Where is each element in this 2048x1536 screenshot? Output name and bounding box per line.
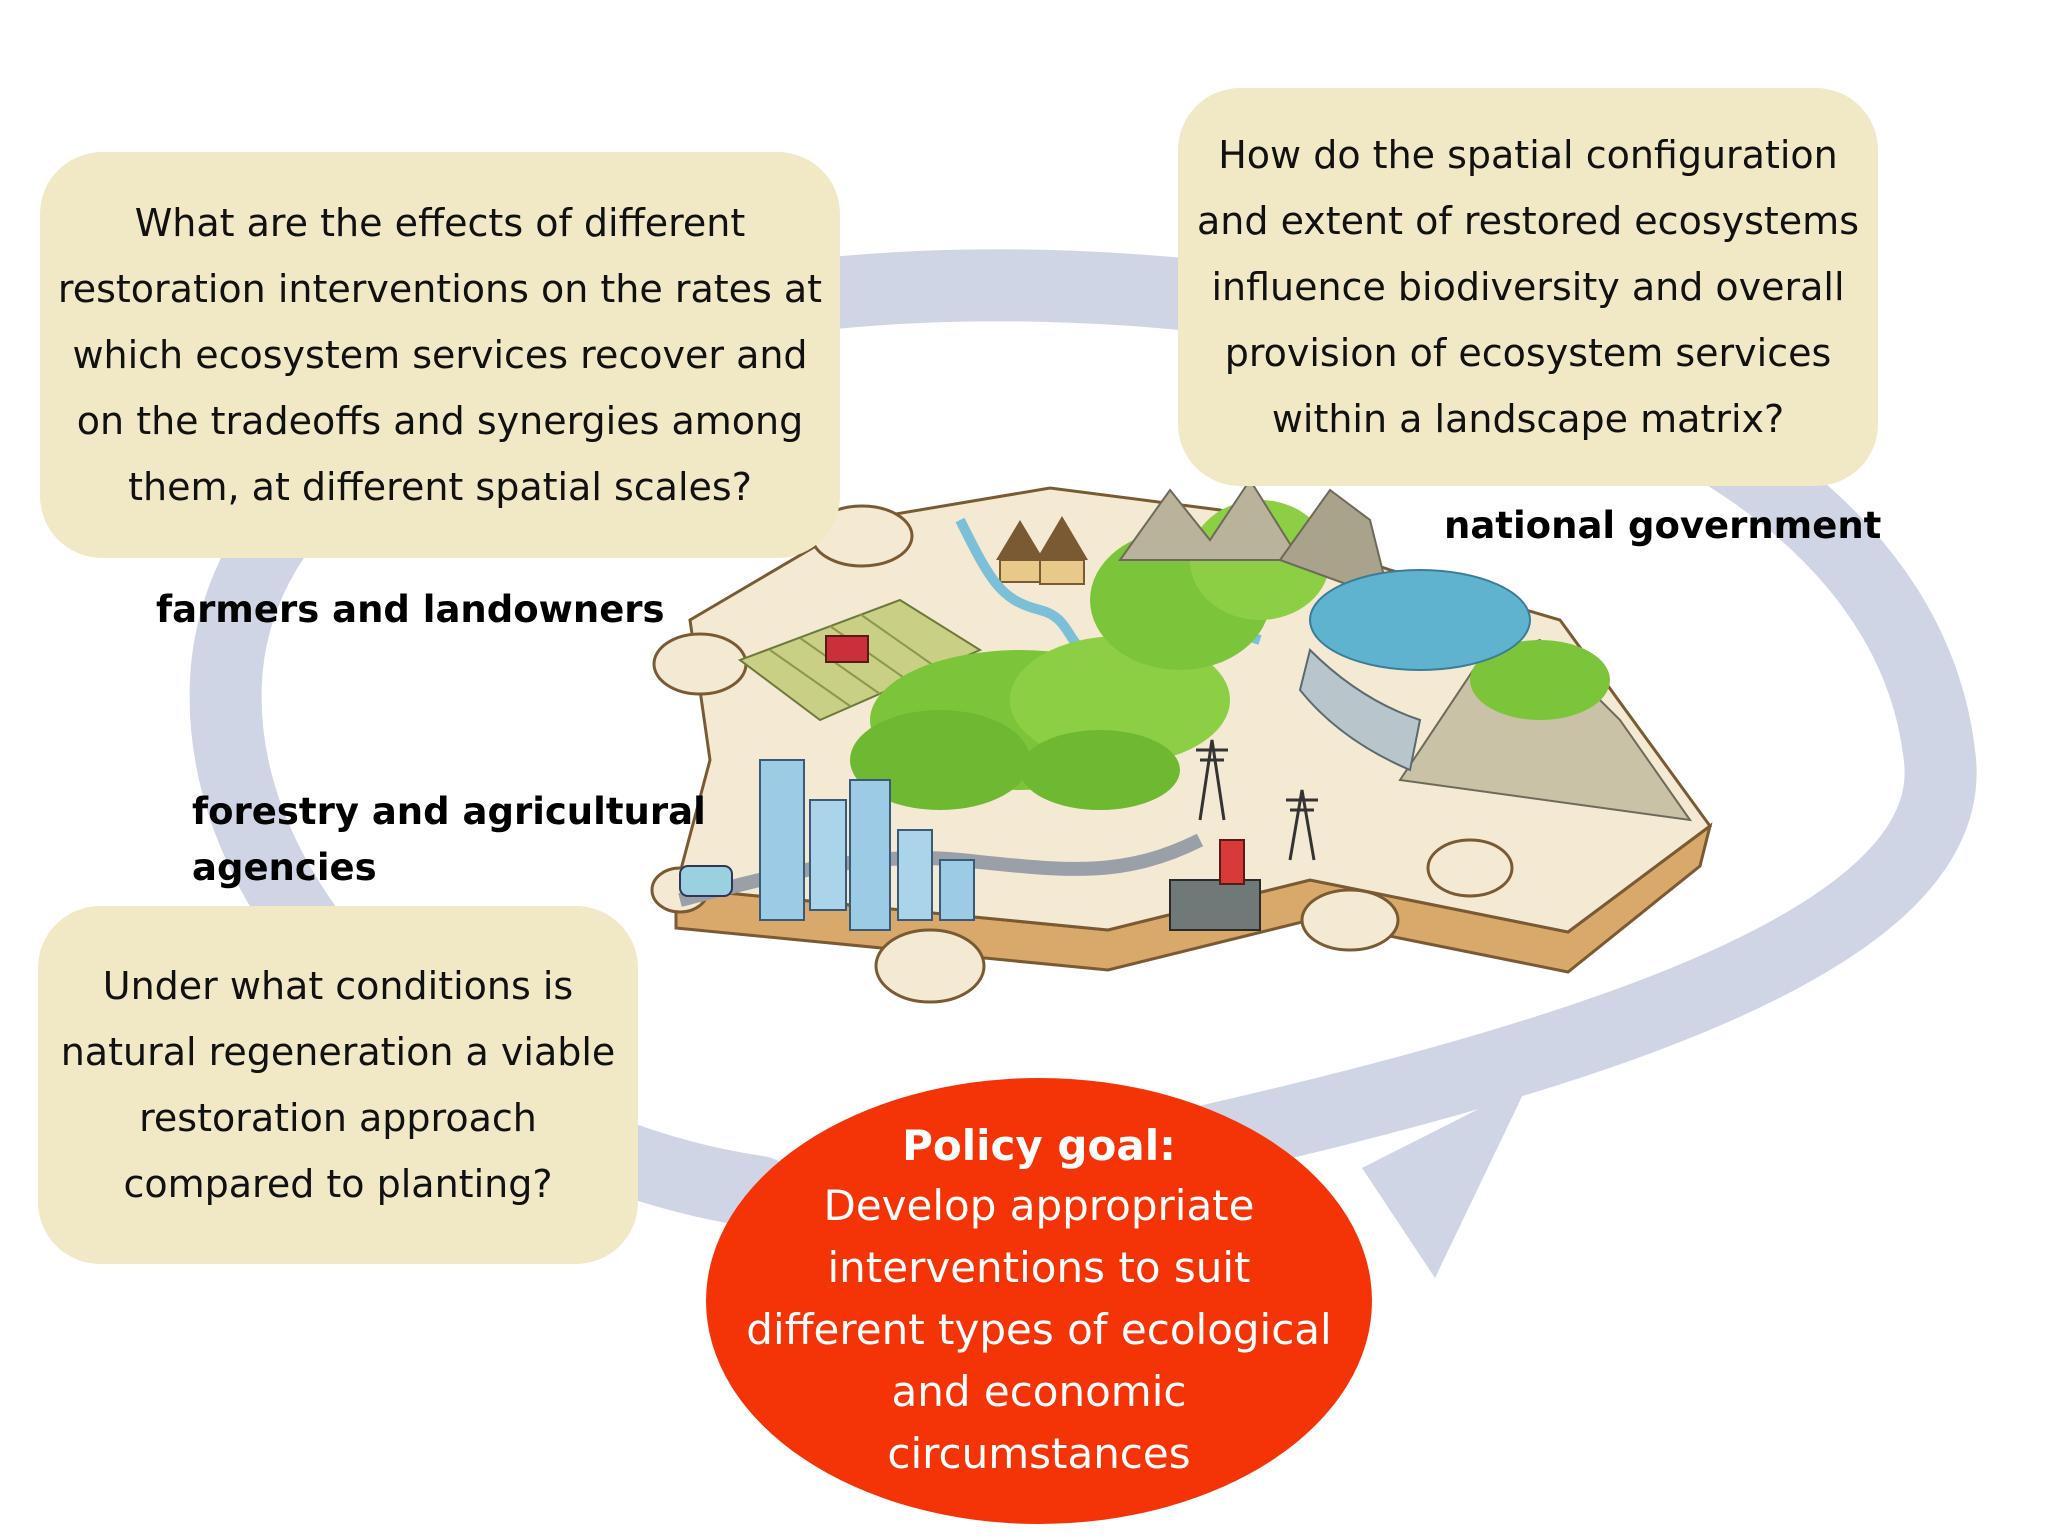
stakeholder-farmers: farmers and landowners <box>156 588 665 631</box>
building <box>809 799 847 911</box>
puzzle-tab <box>1426 838 1514 898</box>
building <box>897 829 933 921</box>
mountains <box>1118 478 1693 822</box>
question-regeneration-text: Under what conditions is natural regener… <box>60 964 616 1206</box>
dam <box>1298 648 1422 772</box>
van-icon <box>679 865 733 897</box>
building <box>759 759 805 921</box>
policy-goal-body: Develop appropriate interventions to sui… <box>746 1181 1332 1478</box>
stakeholder-national-government: national government <box>1444 504 1882 547</box>
puzzle-tab <box>874 928 986 1004</box>
puzzle-tab <box>652 632 748 696</box>
power-tower-icon <box>1286 789 1318 861</box>
farm-field <box>737 598 983 722</box>
building <box>849 779 891 931</box>
building <box>939 859 975 921</box>
hut-icon <box>1036 516 1088 560</box>
factory <box>1169 839 1261 931</box>
question-box-effects: What are the effects of different restor… <box>40 152 840 558</box>
factory-tank <box>1219 839 1245 885</box>
hut-icon <box>996 520 1044 560</box>
huts <box>996 516 1088 585</box>
power-tower-icon <box>1196 739 1228 821</box>
dam-wall <box>1298 648 1422 772</box>
question-box-regeneration: Under what conditions is natural regener… <box>38 906 638 1264</box>
cycle-arrow-head-icon <box>1362 1084 1528 1278</box>
cycle-arrow-ring <box>189 249 1977 1228</box>
power-towers <box>1196 739 1318 861</box>
stakeholder-forestry-line2: agencies <box>192 846 377 889</box>
question-box-spatial: How do the spatial configuration and ext… <box>1178 88 1878 486</box>
policy-goal-ellipse: Policy goal: Develop appropriate interve… <box>706 1078 1372 1524</box>
lake-water <box>1309 569 1531 671</box>
question-effects-text: What are the effects of different restor… <box>57 201 823 509</box>
puzzle-tab <box>1300 888 1400 952</box>
mountain <box>1118 478 1302 561</box>
city <box>759 759 975 931</box>
stakeholder-forestry-line1: forestry and agricultural <box>192 790 706 833</box>
factory-building <box>1169 879 1261 931</box>
stakeholder-forestry: forestry and agricultural agencies <box>192 784 706 896</box>
tractor-icon <box>825 635 869 663</box>
question-spatial-text: How do the spatial configuration and ext… <box>1197 133 1859 441</box>
lake <box>1309 569 1531 671</box>
policy-goal-title: Policy goal: <box>902 1121 1176 1170</box>
cycle-arrow <box>189 249 1977 1278</box>
